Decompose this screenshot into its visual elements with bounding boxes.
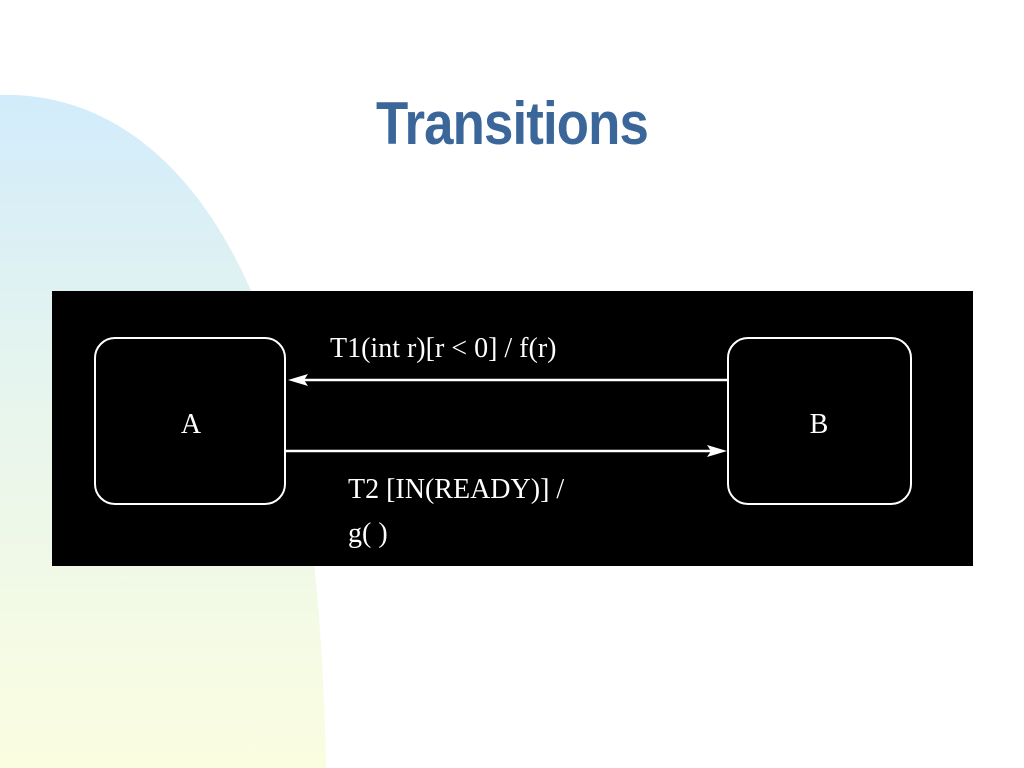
- transition-t2-arrowhead: [707, 445, 727, 457]
- state-a-box: [94, 337, 286, 505]
- state-b-box: [727, 337, 912, 505]
- state-diagram: A B T1(int r)[r < 0] / f(r) T2 [IN(READY…: [52, 291, 973, 566]
- slide-title: Transitions: [375, 90, 649, 157]
- transition-t1-arrowhead: [288, 374, 308, 386]
- state-a-label: A: [181, 409, 202, 440]
- transition-t2-label-line1: T2 [IN(READY)] /: [348, 474, 564, 505]
- transition-t2-label-line2: g( ): [348, 518, 388, 549]
- state-b-label: B: [810, 409, 829, 440]
- transition-t1-label: T1(int r)[r < 0] / f(r): [330, 333, 556, 364]
